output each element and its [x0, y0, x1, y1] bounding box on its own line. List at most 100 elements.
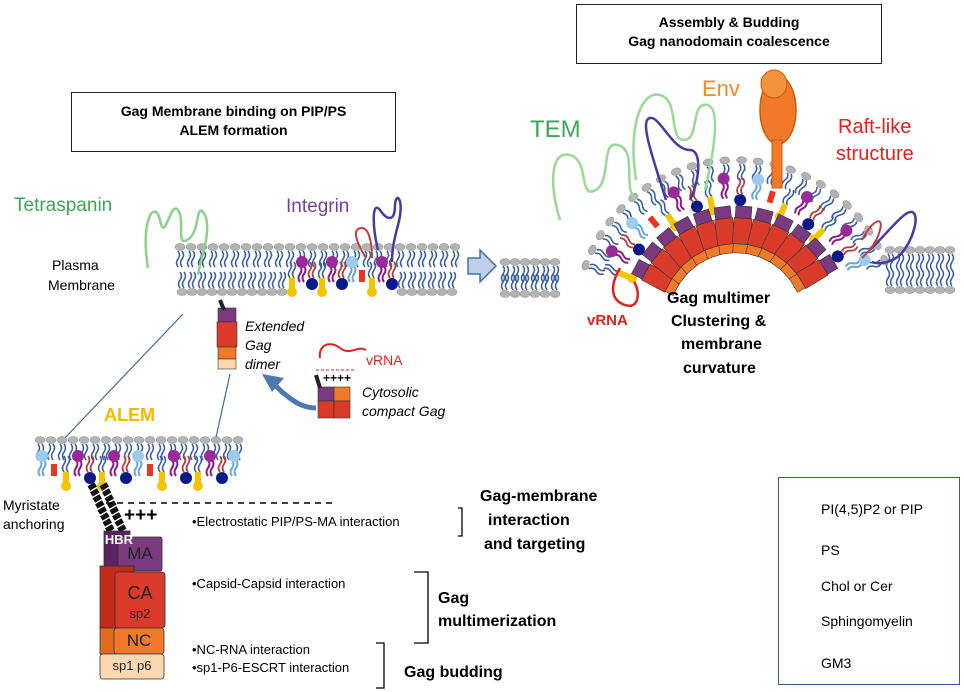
grey-lipid [185, 242, 197, 268]
bud-lipid [766, 190, 776, 204]
capsid-interaction: •Capsid-Capsid interaction [192, 576, 346, 591]
grey-lipid [924, 269, 936, 295]
grey-lipid [276, 271, 288, 297]
tetraspanin-protein [144, 207, 209, 276]
sp2-label: sp2 [129, 606, 151, 621]
grey-lipid [266, 271, 278, 297]
myristate-segment [114, 518, 124, 527]
membrane-category-1: Gag-membrane [480, 488, 598, 505]
left-title-line1: Gag Membrane binding on PIP/PS [120, 103, 347, 119]
alem-lipid [51, 464, 57, 476]
raft-lipid [295, 255, 309, 283]
myristate-segment [95, 500, 105, 509]
grey-lipid [284, 242, 296, 268]
grey-lipid [944, 245, 956, 271]
raft-label-2: structure [836, 143, 914, 165]
extended-gag-label-3: dimer [245, 356, 281, 372]
myristate-segment [117, 524, 127, 533]
ca-label: CA [127, 583, 153, 603]
raft-label-1: Raft-like [838, 116, 912, 138]
vrna-right-label: vRNA [587, 312, 628, 329]
grey-lipid [904, 245, 916, 271]
alem-lipid [215, 455, 229, 485]
extended-gag-label-2: Gag [245, 337, 272, 353]
grey-lipid [416, 242, 428, 268]
legend-label-chol: Chol or Cer [821, 578, 893, 594]
myristate-segment [99, 482, 109, 491]
cytosolic-label-2: compact Gag [362, 403, 446, 419]
bud-lipid [748, 171, 767, 202]
grey-lipid [894, 269, 906, 295]
nc-label: NC [126, 631, 152, 650]
grey-lipid [914, 269, 926, 295]
tem-protein [551, 143, 637, 221]
alem-lipid [203, 449, 217, 477]
grey-lipid [685, 160, 704, 188]
sp1p6-label: sp1 p6 [112, 658, 152, 673]
grey-lipid [226, 271, 238, 297]
myristate-segment [90, 488, 100, 497]
grey-lipid [579, 258, 607, 278]
right-title-line1: Assembly & Budding [658, 14, 800, 30]
raft-lipid [345, 255, 359, 283]
grey-lipid [262, 242, 274, 268]
grey-lipid [273, 242, 285, 268]
raft-lipid [316, 261, 328, 298]
grey-lipid [176, 271, 188, 297]
alem-lipid [227, 449, 241, 477]
env-label: Env [702, 76, 740, 101]
myristate-anchor [87, 482, 127, 533]
legend-box: PI(4,5)P2 or PIP PS Chol or Cer Sphingom… [778, 477, 960, 685]
grey-lipid [436, 271, 448, 297]
grey-lipid [405, 242, 417, 268]
grey-lipid [196, 271, 208, 297]
escrt-interaction: •sp1-P6-ESCRT interaction [192, 660, 350, 675]
multimer-label-3: membrane [681, 336, 762, 353]
grey-lipid [229, 242, 241, 268]
alem-lipid [131, 449, 145, 477]
bud-lipid [716, 171, 733, 200]
recruitment-arrow [272, 382, 317, 411]
myristate-label-2: anchoring [3, 516, 65, 532]
zoom-line [61, 313, 184, 442]
plus-charge-label: ++++ [323, 371, 352, 385]
raft-lipid [335, 261, 349, 291]
multimer-category-1: Gag [438, 590, 470, 607]
alem-lipid [71, 449, 85, 477]
raft-lipid [359, 270, 365, 282]
raft-lipid [385, 261, 399, 291]
grey-lipid [207, 242, 219, 268]
grey-lipid [438, 242, 450, 268]
plasma-membrane-label-1: Plasma [52, 257, 99, 273]
bud-lipid [828, 238, 861, 266]
myristate-segment [102, 488, 112, 497]
extended-gag-dimer [216, 299, 238, 370]
env-glycoprotein [759, 69, 797, 189]
grey-lipid [426, 271, 438, 297]
left-title-line2: ALEM formation [179, 122, 288, 138]
grey-lipid [56, 435, 68, 461]
grey-lipid [206, 271, 218, 297]
raft-lipid [305, 261, 319, 291]
cytosolic-label-1: Cytosolic [362, 384, 419, 400]
extended-gag-label-1: Extended [245, 318, 305, 334]
alem-lipid [107, 449, 121, 477]
grey-lipid [240, 242, 252, 268]
raft-lipid [325, 255, 339, 283]
alem-lipid [147, 464, 153, 476]
grey-lipid [144, 435, 156, 461]
tem-label: TEM [530, 116, 581, 143]
alem-label: ALEM [104, 405, 155, 425]
grey-lipid [416, 271, 428, 297]
grey-lipid [735, 155, 748, 182]
grey-lipid [944, 269, 956, 295]
alem-lipid [35, 449, 49, 477]
grey-lipid [406, 271, 418, 297]
grey-lipid [394, 242, 406, 268]
integrin-protein [372, 196, 402, 263]
myristate-segment [109, 506, 119, 515]
electrostatic-interaction: •Electrostatic PIP/PS-MA interaction [192, 514, 400, 529]
myristate-segment [107, 500, 117, 509]
grey-lipid [218, 242, 230, 268]
integrin-label: Integrin [286, 196, 350, 217]
